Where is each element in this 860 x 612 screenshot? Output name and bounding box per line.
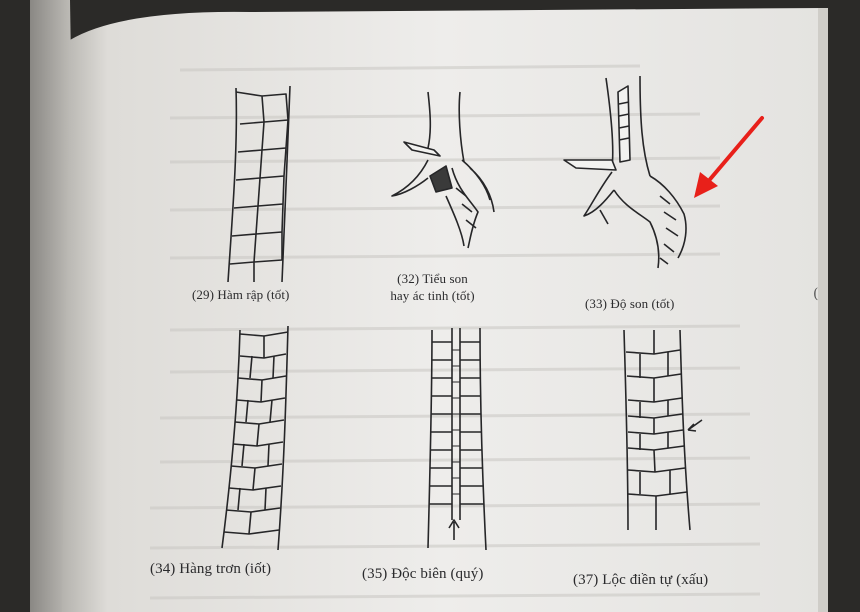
page-edge-right [818, 8, 828, 612]
fig33-foot-spur [563, 75, 687, 269]
fig29-leg-scales [227, 85, 291, 283]
caption-fig34: (34) Hàng trơn (iốt) [150, 561, 272, 577]
caption-fig35: (35) Độc biên (quý) [362, 566, 484, 582]
fig35-leg-scales [427, 327, 487, 551]
fig34-leg-scales [221, 325, 289, 551]
fig37-leg-scales [623, 329, 703, 531]
caption-fig32-line2: hay ác tinh (tốt) [390, 288, 475, 303]
red-arrow-icon [694, 116, 764, 198]
caption-fig29: (29) Hàm rập (tốt) [192, 287, 290, 302]
fig32-foot-spur [391, 91, 495, 249]
caption-fig37: (37) Lộc điền tự (xấu) [573, 572, 709, 588]
caption-fig32: (32) Tiểu son hay ác tinh (tốt) [380, 270, 485, 304]
cut-off-glyph: ( [813, 286, 818, 302]
caption-fig33: (33) Độ son (tốt) [585, 296, 675, 311]
caption-fig32-line1: (32) Tiểu son [397, 271, 468, 286]
bleed-through-lines [149, 64, 761, 600]
